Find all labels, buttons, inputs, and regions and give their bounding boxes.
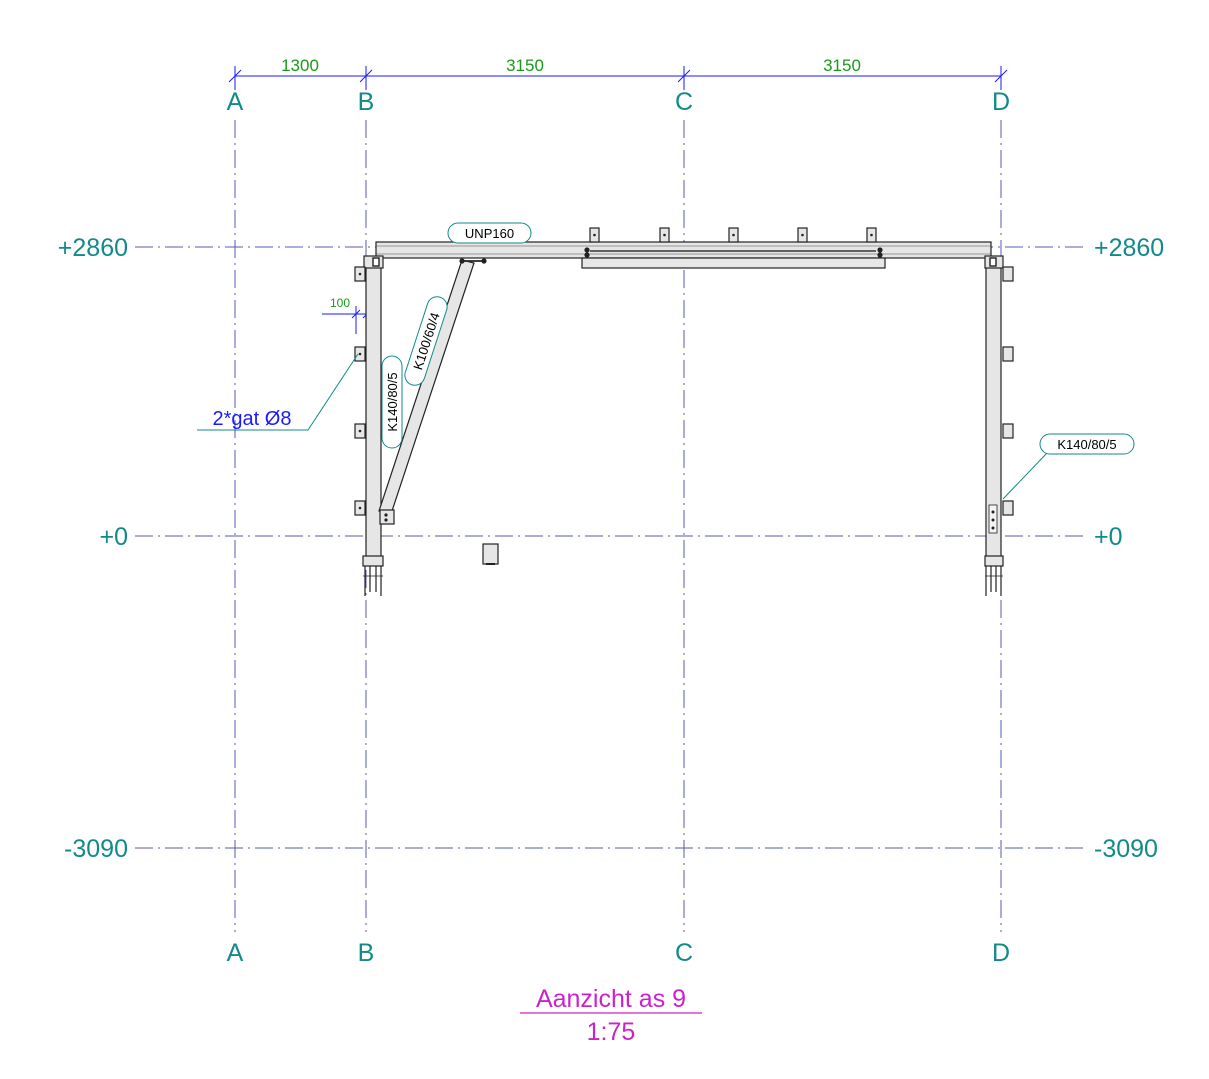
level-lines (135, 246, 1085, 849)
column-right-plate-1 (1002, 346, 1014, 362)
leader-right-column (1002, 444, 1049, 500)
grid-label-d-bottom: D (992, 939, 1010, 967)
level-label-top-right: +2860 (1094, 234, 1164, 262)
grid-label-a-bottom: A (227, 939, 244, 967)
dimension-offset: 100 (330, 296, 350, 310)
dimension-b-c: 3150 (506, 56, 544, 75)
tag-column-right: K140/80/5 (1057, 437, 1116, 452)
beam-lower-plate (581, 257, 886, 269)
grid-label-a-top: A (227, 88, 244, 116)
grid-label-c-bottom: C (675, 939, 693, 967)
tag-column-left-frame (381, 355, 403, 449)
tag-beam-frame (447, 222, 532, 244)
grid-label-d-top: D (992, 88, 1010, 116)
leader-hole-note (197, 353, 359, 431)
steel-frame (354, 227, 1014, 596)
dimension-chain (228, 66, 1008, 90)
grid-label-c-top: C (675, 88, 693, 116)
level-label-top-left: +2860 (58, 234, 128, 262)
dimension-a-b: 1300 (281, 56, 319, 75)
column-left-base (362, 555, 384, 567)
beam-unp160 (375, 241, 992, 259)
level-label-zero-right: +0 (1094, 523, 1123, 551)
column-right-plate-3 (1002, 500, 1014, 516)
tag-column-right-frame (1039, 433, 1135, 455)
column-right-plate-2 (1002, 423, 1014, 439)
tag-brace-frame (404, 296, 448, 386)
tag-column-left: K140/80/5 (385, 372, 400, 431)
column-right-base (984, 555, 1004, 567)
level-label-bottom-right: -3090 (1094, 835, 1158, 863)
grid-label-b-top: B (358, 88, 375, 116)
tag-beam: UNP160 (465, 226, 514, 241)
grid-label-b-bottom: B (358, 939, 375, 967)
level-label-bottom-left: -3090 (64, 835, 128, 863)
level-label-zero-left: +0 (99, 523, 128, 551)
dimension-c-d: 3150 (823, 56, 861, 75)
view-scale: 1:75 (587, 1018, 636, 1046)
view-title: Aanzicht as 9 (536, 985, 686, 1013)
column-left (365, 265, 382, 563)
loose-bracket (482, 543, 499, 565)
offset-dimension (322, 306, 372, 334)
hole-note: 2*gat Ø8 (213, 408, 292, 430)
